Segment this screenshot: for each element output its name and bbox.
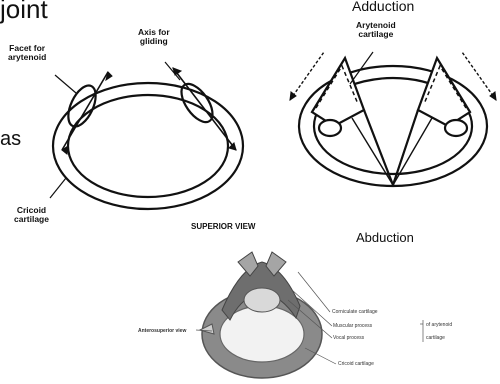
adduction-title: Adduction [352,0,414,14]
photo-label-vocal: Vocal process [333,335,364,341]
abduction-label: Abduction [356,230,414,245]
axis-label: Axis for gliding [138,28,170,46]
cartilage-photo [196,252,423,378]
photo-label-corniculate: Corniculate cartilage [332,309,378,315]
facet-pointer [55,75,76,93]
cricoid-ring-diagram [50,62,243,209]
left-facet [63,81,102,130]
photo-label-muscular: Muscular process [333,323,372,329]
superior-view-label: SUPERIOR VIEW [191,222,255,231]
adduction-diagram [290,52,496,186]
bracket-label-arytenoid: of arytenoid [426,322,452,328]
photo-label-cricoid: Cricoid cartilage [338,361,374,367]
right-arytenoid [418,58,470,126]
mid-left-fragment: as [0,128,21,151]
cricoid-pointer [50,178,66,198]
facet-label: Facet for arytenoid [8,44,46,62]
top-left-fragment: joint [0,0,48,25]
anterosuperior-label: Anterosuperior view [138,328,186,334]
arytenoid-label: Arytenoid cartilage [356,21,396,39]
bracket-label-cartilage: cartilage [426,335,445,341]
cricoid-label: Cricoid cartilage [14,206,49,224]
left-arytenoid [312,58,364,126]
right-axis-line [173,68,236,150]
